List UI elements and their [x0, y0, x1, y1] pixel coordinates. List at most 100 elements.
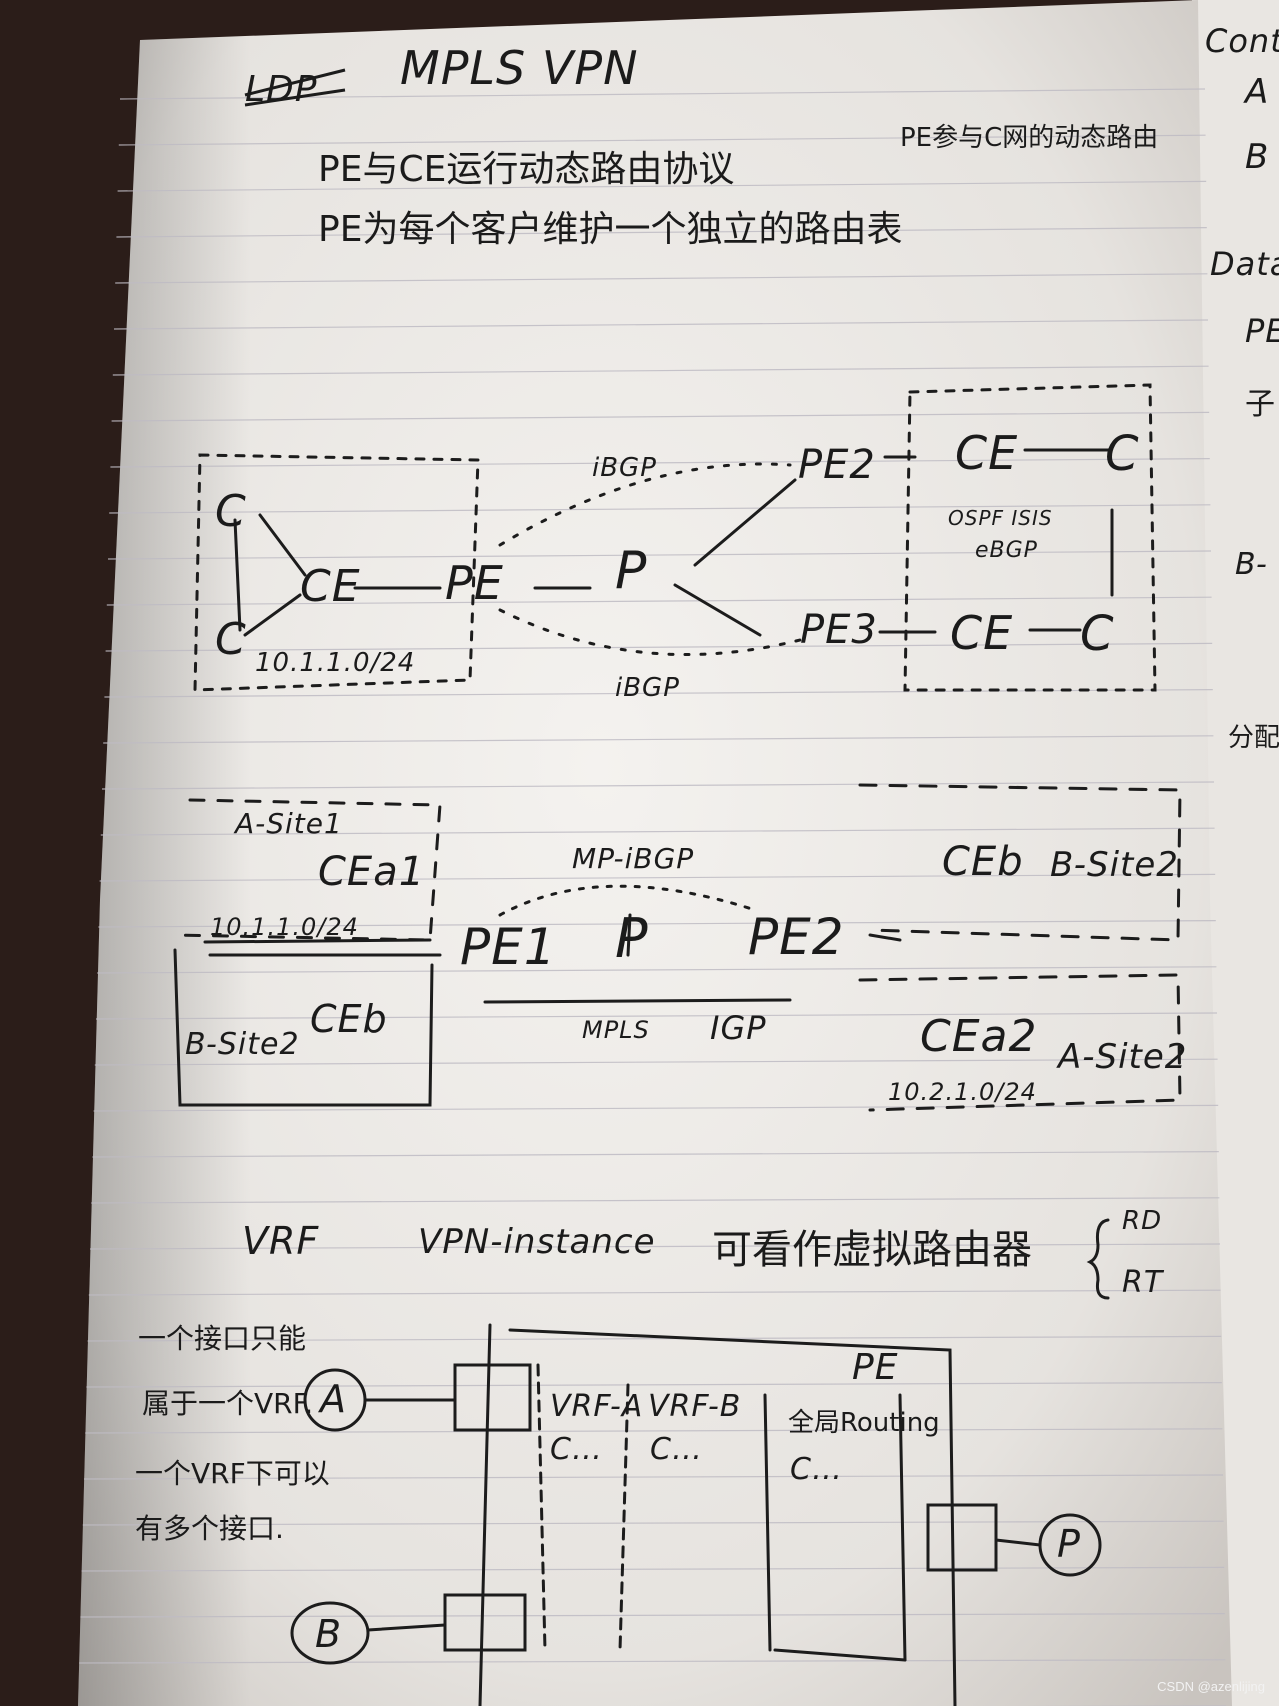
ruled-line: [88, 1289, 1221, 1296]
circle-p: P: [1057, 1522, 1081, 1566]
ruled-line: [92, 1150, 1219, 1158]
d1-pe2: PE2: [798, 442, 876, 488]
ruled-line: [79, 1659, 1226, 1664]
d1-pe1: PE: [445, 556, 504, 610]
d1-ibgp-top: iBGP: [592, 453, 657, 483]
note-line1: PE与CE运行动态路由协议: [318, 149, 735, 190]
d2-site-a2: A-Site2: [1058, 1037, 1188, 1077]
vrf-label: VRF: [242, 1219, 320, 1263]
ruled-line: [86, 1381, 1222, 1388]
ruled-line: [113, 319, 1209, 330]
right-l1: Contr: [1205, 22, 1279, 60]
bottom-left3: 一个VRF下可以: [135, 1457, 330, 1490]
right-l4: Data: [1210, 245, 1279, 283]
ruled-line: [97, 966, 1217, 974]
d1-ce1: CE: [300, 561, 361, 612]
vrf-b-routes: C…: [650, 1432, 703, 1467]
bottom-left1: 一个接口只能: [138, 1322, 307, 1355]
circle-b: B: [315, 1612, 343, 1656]
ruled-line: [118, 134, 1206, 146]
note-right-top: PE参与C网的动态路由: [900, 123, 1159, 153]
d2-mp-ibgp: MP-iBGP: [572, 842, 695, 875]
right-l7: B-: [1235, 547, 1268, 582]
ruled-line: [116, 227, 1207, 238]
ruled-line: [103, 735, 1214, 744]
ruled-line: [105, 642, 1213, 652]
d2-ceb-right: CEb: [942, 839, 1024, 885]
title-main: MPLS VPN: [400, 41, 639, 95]
circle-a: A: [320, 1377, 347, 1421]
d1-subnet: 10.1.1.0/24: [255, 648, 416, 678]
ruled-line: [110, 458, 1210, 468]
d1-ebgp: eBGP: [975, 538, 1038, 563]
ruled-line: [83, 1474, 1224, 1480]
global-routing-label: 全局Routing: [788, 1408, 940, 1438]
ruled-line: [106, 596, 1212, 606]
ruled-line: [115, 273, 1208, 284]
ruled-line: [80, 1612, 1225, 1618]
rd-label: RD: [1122, 1206, 1163, 1236]
ruled-line: [82, 1520, 1224, 1526]
ruled-line: [117, 180, 1207, 192]
d1-pe3: PE3: [800, 607, 878, 653]
right-l5: PE: [1245, 312, 1279, 350]
right-l6: 子: [1245, 387, 1275, 422]
d2-igp: IGP: [710, 1009, 767, 1047]
d1-ibgp-bot: iBGP: [615, 673, 680, 703]
d2-site-b2-right: B-Site2: [1050, 845, 1179, 885]
d2-cea1: CEa1: [318, 849, 426, 895]
ruled-line: [98, 919, 1216, 928]
ruled-line: [85, 1428, 1223, 1434]
ruled-line: [87, 1335, 1222, 1342]
ruled-line: [81, 1566, 1225, 1572]
vrf-a-label: VRF-A: [550, 1389, 644, 1424]
right-l3: B: [1245, 137, 1270, 177]
ruled-lines: [79, 88, 1226, 1706]
global-routes: C…: [790, 1452, 843, 1487]
d2-site-a1: A-Site1: [235, 807, 343, 840]
d2-cea2: CEa2: [920, 1011, 1038, 1062]
d1-c2: C: [215, 614, 247, 665]
d2-subnet-a1: 10.1.1.0/24: [210, 913, 359, 941]
ruled-line: [91, 1197, 1220, 1204]
d1-c-bot: C: [1080, 606, 1115, 662]
ruled-line: [99, 873, 1216, 882]
diagram-strokes: [173, 383, 1182, 1706]
ruled-line: [112, 365, 1209, 376]
ruled-line: [89, 1243, 1221, 1250]
d1-ce-top: CE: [955, 426, 1019, 480]
vpn-instance-label: VPN-instance: [418, 1222, 656, 1262]
d1-c1: C: [215, 486, 247, 537]
pe-label: PE: [852, 1347, 899, 1388]
watermark: CSDN @azenlijing: [1157, 1679, 1265, 1694]
right-l8: 分配: [1228, 723, 1279, 753]
d2-pe1: PE1: [460, 918, 557, 976]
d2-subnet-a2: 10.2.1.0/24: [888, 1078, 1037, 1106]
vrf-a-routes: C…: [550, 1432, 603, 1467]
vrf-b-label: VRF-B: [648, 1389, 742, 1424]
right-l2: A: [1245, 72, 1270, 112]
d2-pe2: PE2: [748, 908, 845, 966]
d1-protocols: OSPF ISIS: [948, 506, 1053, 530]
d2-mpls: MPLS: [582, 1016, 650, 1044]
ruled-line: [101, 781, 1215, 790]
ruled-line: [94, 1058, 1218, 1066]
ruled-line: [95, 1012, 1218, 1020]
ruled-line: [100, 827, 1215, 836]
d1-ce-bot: CE: [950, 606, 1014, 660]
bottom-left2: 属于一个VRF.: [142, 1387, 314, 1420]
ruled-line: [111, 411, 1210, 422]
vrf-desc: 可看作虚拟路由器: [712, 1227, 1032, 1273]
ruled-line: [109, 504, 1211, 514]
d1-p: P: [615, 541, 648, 601]
d2-p: P: [615, 907, 649, 970]
bottom-left4: 有多个接口.: [135, 1512, 284, 1545]
title-strike: LDP: [245, 69, 318, 110]
note-line2: PE为每个客户维护一个独立的路由表: [318, 209, 903, 250]
d2-site-b2: B-Site2: [185, 1027, 300, 1062]
ruled-line: [93, 1104, 1219, 1112]
rt-label: RT: [1122, 1265, 1164, 1300]
d1-c-top: C: [1105, 426, 1140, 482]
d2-ceb-left: CEb: [310, 997, 388, 1041]
